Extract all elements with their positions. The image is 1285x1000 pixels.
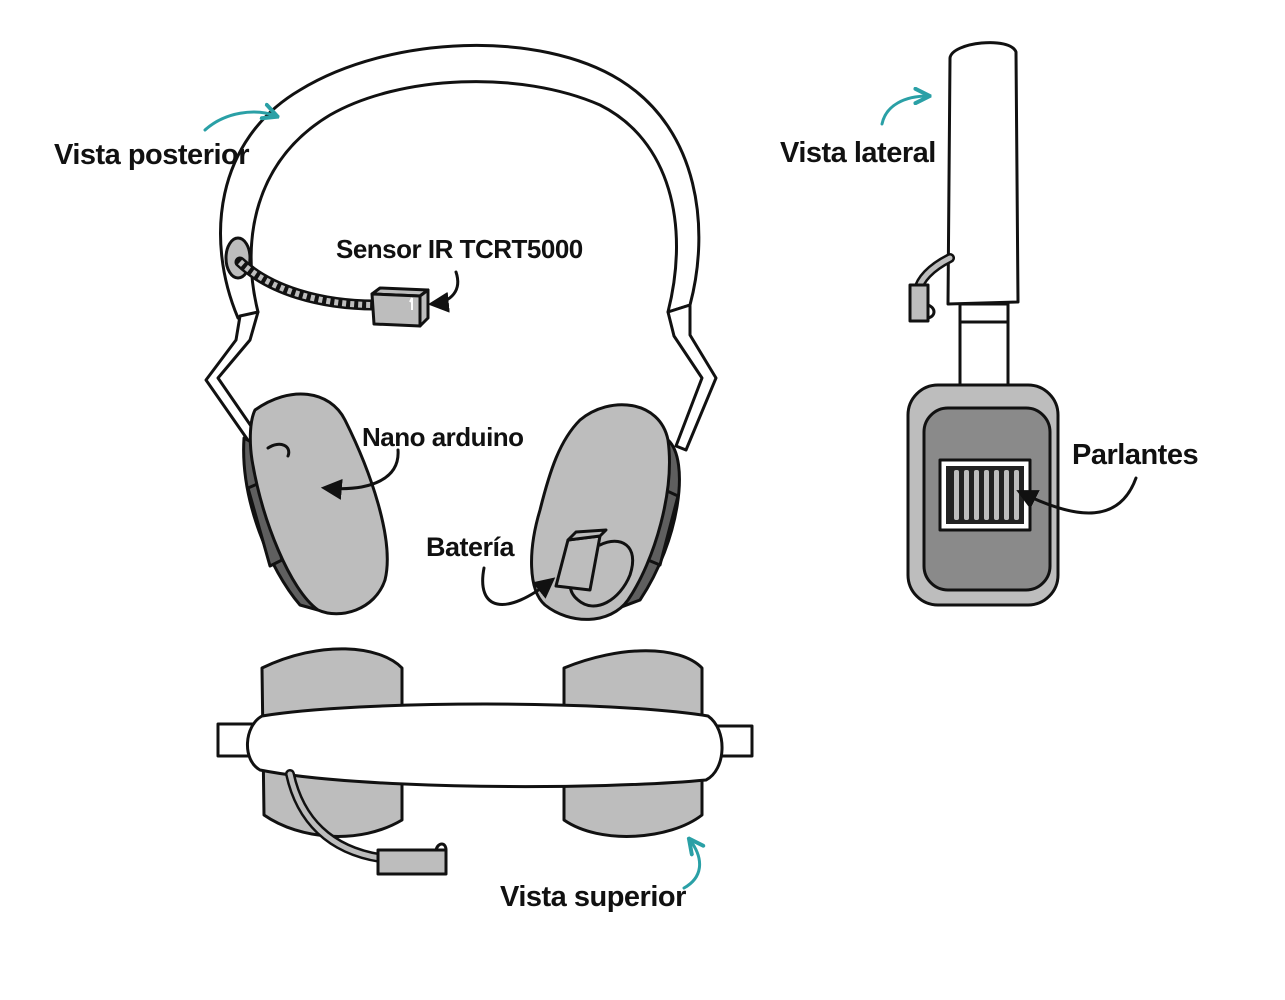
side-view-headphones [908,43,1058,605]
label-arduino: Nano arduino [362,422,524,452]
ir-sensor-module-side [420,290,428,326]
top-sensor [378,850,446,874]
arrow-top-view [684,840,700,888]
label-battery: Batería [426,532,516,562]
arrow-side-view [882,96,928,124]
label-ir-sensor: Sensor IR TCRT5000 [336,234,583,264]
top-view-headphones [218,649,752,874]
sensor-cable [240,262,375,305]
label-speakers: Parlantes [1072,439,1198,471]
back-slider-right [668,305,716,450]
side-headband [948,43,1018,304]
label-top-view: Vista superior [500,881,686,913]
side-stem [960,322,1008,390]
side-slider [960,304,1008,322]
label-side-view: Vista lateral [780,137,936,169]
arrow-ir-sensor [432,272,458,304]
back-headband [221,45,699,318]
side-sensor [910,285,928,321]
label-back-view: Vista posterior [54,139,249,171]
top-headband [247,704,722,787]
